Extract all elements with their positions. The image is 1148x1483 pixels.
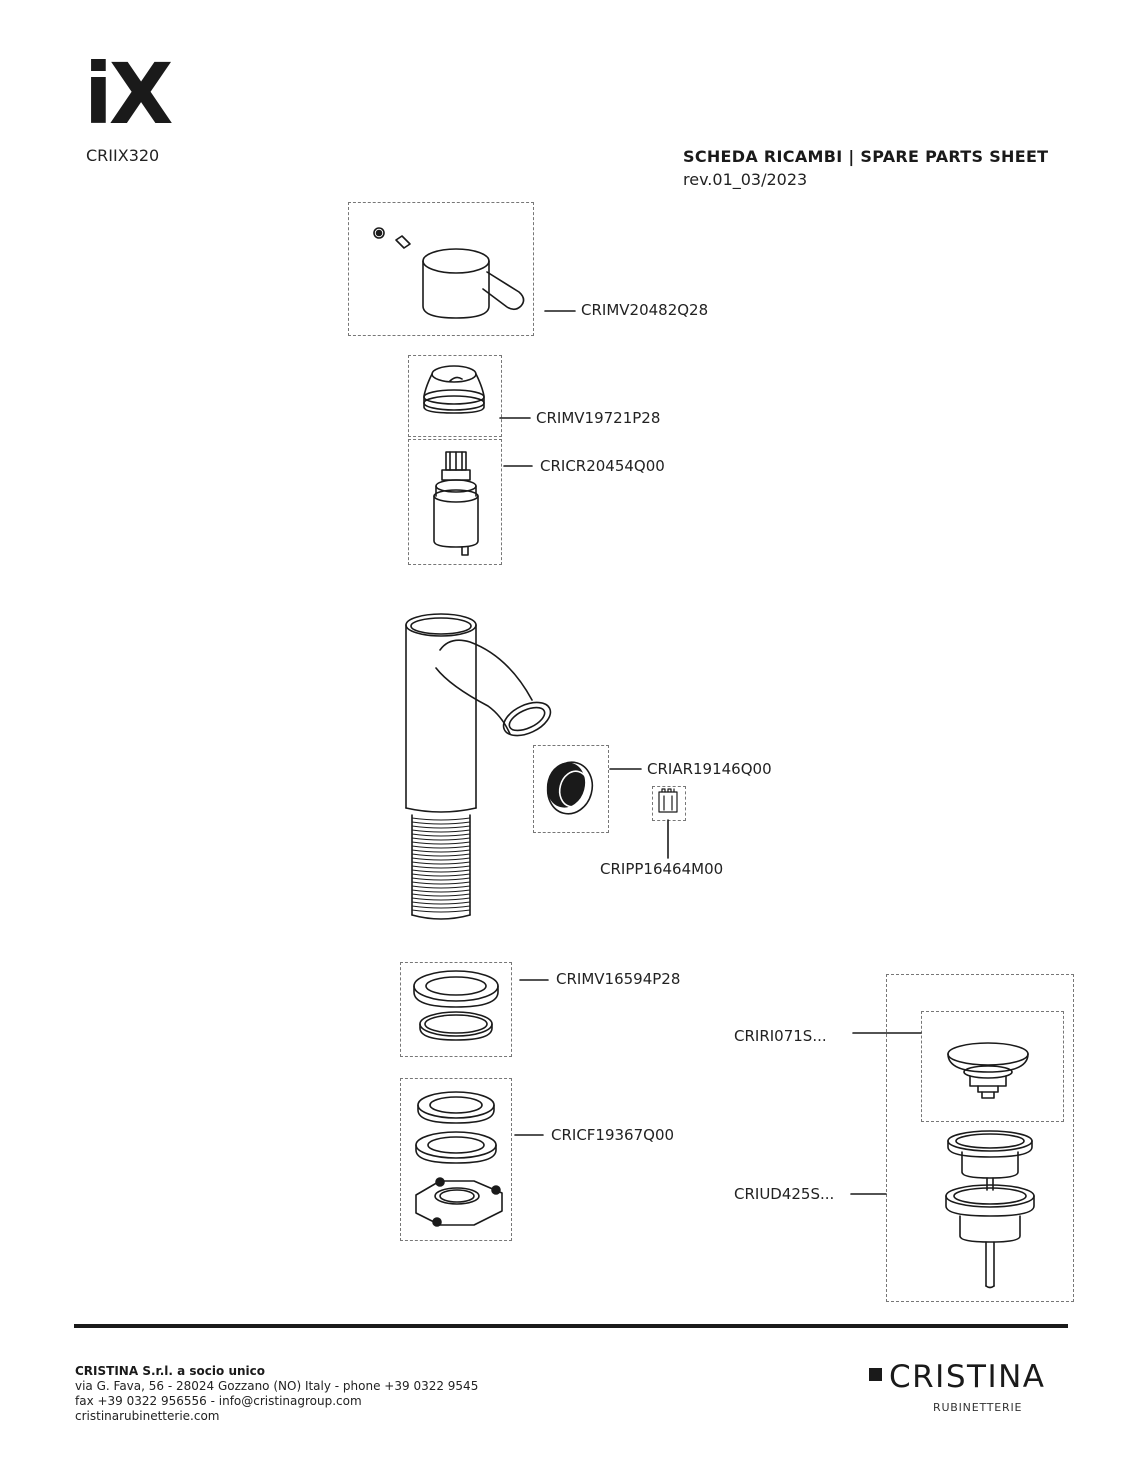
thread-ring [411, 909, 471, 913]
base-gaskets-drawing [413, 970, 499, 1041]
faucet-body-drawing [405, 613, 552, 920]
thread-ring [411, 873, 471, 877]
part-code-base-gaskets: CRIMV16594P28 [556, 970, 681, 988]
thread-ring [411, 853, 471, 857]
thread-ring [411, 897, 471, 901]
thread-ring [411, 821, 471, 825]
company-name: CRISTINA S.r.l. a socio unico [75, 1364, 265, 1378]
lever-handle-drawing [373, 227, 525, 319]
part-code-aerator: CRIAR19146Q00 [647, 760, 772, 778]
cartridge-drawing [433, 451, 479, 556]
part-box-cartridge [408, 439, 502, 565]
footer-divider [74, 1324, 1068, 1328]
cover-cap-drawing [423, 365, 485, 414]
part-box-waste [886, 974, 1074, 1302]
thread-ring [411, 861, 471, 865]
thread-ring [411, 889, 471, 893]
thread-ring [411, 857, 471, 861]
thread-ring [411, 829, 471, 833]
thread-ring [411, 865, 471, 869]
part-code-lever-handle: CRIMV20482Q28 [581, 301, 709, 319]
brand-subtitle: RUBINETTERIE [933, 1401, 1023, 1414]
thread-ring [411, 901, 471, 905]
thread-lines [411, 817, 471, 913]
brand-square-icon [869, 1368, 882, 1381]
thread-ring [411, 841, 471, 845]
sheet-title: SCHEDA RICAMBI | SPARE PARTS SHEET [683, 147, 1049, 166]
thread-ring [411, 893, 471, 897]
part-box-aerator-key [652, 786, 686, 821]
thread-ring [411, 833, 471, 837]
thread-ring [411, 885, 471, 889]
part-box-cover-cap [408, 355, 502, 437]
model-code: CRIIX320 [86, 146, 160, 165]
part-box-lever-handle [348, 202, 534, 336]
part-code-aerator-key: CRIPP16464M00 [600, 860, 724, 878]
part-code-waste-body: CRIUD425S... [734, 1185, 835, 1203]
part-code-waste-plug: CRIRI071S... [734, 1027, 827, 1045]
part-box-fixing-kit [400, 1078, 512, 1241]
aerator-key-drawing [658, 788, 678, 813]
brand-logo-ix: iX [84, 45, 174, 143]
thread-ring [411, 849, 471, 853]
thread-ring [411, 877, 471, 881]
company-website[interactable]: cristinarubinetterie.com [75, 1409, 220, 1423]
company-contacts: fax +39 0322 956556 - info@cristinagroup… [75, 1394, 362, 1408]
thread-ring [411, 837, 471, 841]
part-box-waste-plug [921, 1011, 1064, 1122]
thread-ring [411, 881, 471, 885]
revision-label: rev.01_03/2023 [683, 170, 808, 189]
thread-ring [411, 869, 471, 873]
part-code-cover-cap: CRIMV19721P28 [536, 409, 661, 427]
thread-ring [411, 825, 471, 829]
part-code-fixing-kit: CRICF19367Q00 [551, 1126, 675, 1144]
part-box-base-gaskets [400, 962, 512, 1057]
waste-plug-drawing [947, 1042, 1029, 1099]
thread-ring [411, 817, 471, 821]
thread-ring [411, 905, 471, 909]
thread-ring [411, 845, 471, 849]
part-code-cartridge: CRICR20454Q00 [540, 457, 665, 475]
brand-logo-text: CRISTINA [889, 1359, 1046, 1395]
part-box-aerator [533, 745, 609, 833]
aerator-drawing [546, 761, 594, 815]
fixing-kit-drawing [415, 1091, 503, 1227]
company-address: via G. Fava, 56 - 28024 Gozzano (NO) Ita… [75, 1379, 479, 1393]
waste-body-drawing [945, 1130, 1035, 1289]
